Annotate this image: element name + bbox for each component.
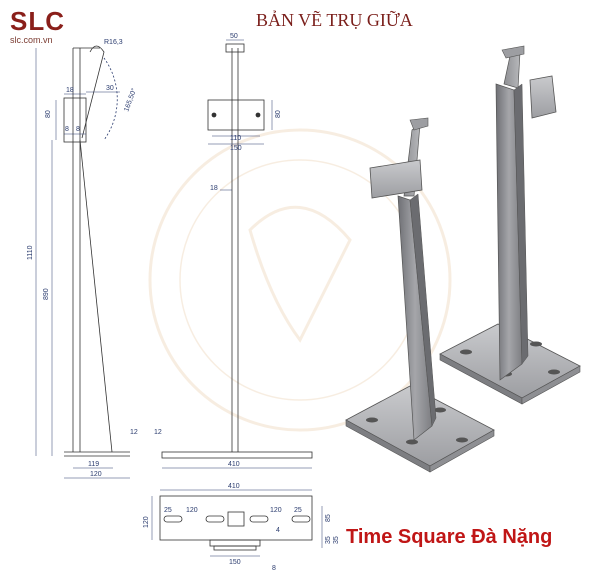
dim-small-a: 8 bbox=[65, 126, 69, 133]
dim-edge-left: 25 bbox=[164, 507, 172, 514]
dim-plan-plate-width: 150 bbox=[229, 559, 241, 566]
logo-text: SLC bbox=[10, 6, 65, 36]
post-render-front bbox=[345, 117, 495, 473]
front-view-dimensions bbox=[162, 39, 312, 469]
dim-plan-width: 120 bbox=[143, 516, 150, 528]
dim-small-b: 8 bbox=[76, 126, 80, 133]
dim-plate-outer: 150 bbox=[230, 145, 242, 152]
side-view-labels: R16,3 165,50° 18 30 80 8 8 1110 890 119 … bbox=[27, 39, 138, 478]
dim-angle: 165,50° bbox=[122, 87, 138, 113]
dim-total-height: 1110 bbox=[27, 245, 34, 260]
post-render-back bbox=[439, 45, 581, 405]
dim-base-offset: 119 bbox=[88, 461, 99, 468]
dim-plan-bottom: 8 bbox=[272, 565, 276, 572]
dim-height-clamp: 80 bbox=[45, 110, 52, 118]
dim-slot-left: 120 bbox=[186, 507, 198, 514]
dim-thickness-a: 12 bbox=[130, 429, 138, 436]
dim-edge-right: 25 bbox=[294, 507, 302, 514]
plan-view-dimensions bbox=[151, 489, 323, 557]
front-view bbox=[161, 43, 313, 459]
drawing-title: BẢN VẼ TRỤ GIỮA bbox=[256, 10, 413, 30]
dim-depth-b: 35 bbox=[325, 536, 332, 544]
dim-slot-right: 120 bbox=[270, 507, 282, 514]
dim-shaft-height: 890 bbox=[43, 288, 50, 300]
dim-offset: 30 bbox=[106, 85, 114, 92]
dim-plate-height: 80 bbox=[275, 110, 282, 118]
logo-url: slc.com.vn bbox=[10, 35, 53, 45]
dim-depth-a: 85 bbox=[325, 514, 332, 522]
dim-plate-inner: 110 bbox=[230, 135, 241, 142]
dim-plan-base-length: 410 bbox=[228, 483, 240, 490]
front-view-labels: 50 110 150 80 18 12 12 410 bbox=[130, 33, 282, 468]
dim-plan-small: 4 bbox=[276, 527, 280, 534]
dim-top-width: 50 bbox=[230, 33, 238, 40]
dim-radius: R16,3 bbox=[104, 39, 123, 46]
dim-width-top: 18 bbox=[66, 87, 74, 94]
dim-depth-c: 35 bbox=[333, 536, 340, 544]
project-label: Time Square Đà Nặng bbox=[346, 526, 553, 548]
dim-base-width: 120 bbox=[90, 471, 102, 478]
side-view bbox=[63, 45, 130, 457]
dim-base-length: 410 bbox=[228, 461, 240, 468]
dim-thickness-b: 12 bbox=[154, 429, 162, 436]
plan-view-labels: 410 120 25 120 120 25 85 35 35 150 4 8 bbox=[143, 483, 340, 572]
dim-shaft-thickness: 18 bbox=[210, 185, 218, 192]
plan-view bbox=[159, 495, 313, 551]
side-view-dimensions bbox=[35, 48, 130, 479]
slc-logo: SLC slc.com.vn bbox=[10, 6, 102, 52]
